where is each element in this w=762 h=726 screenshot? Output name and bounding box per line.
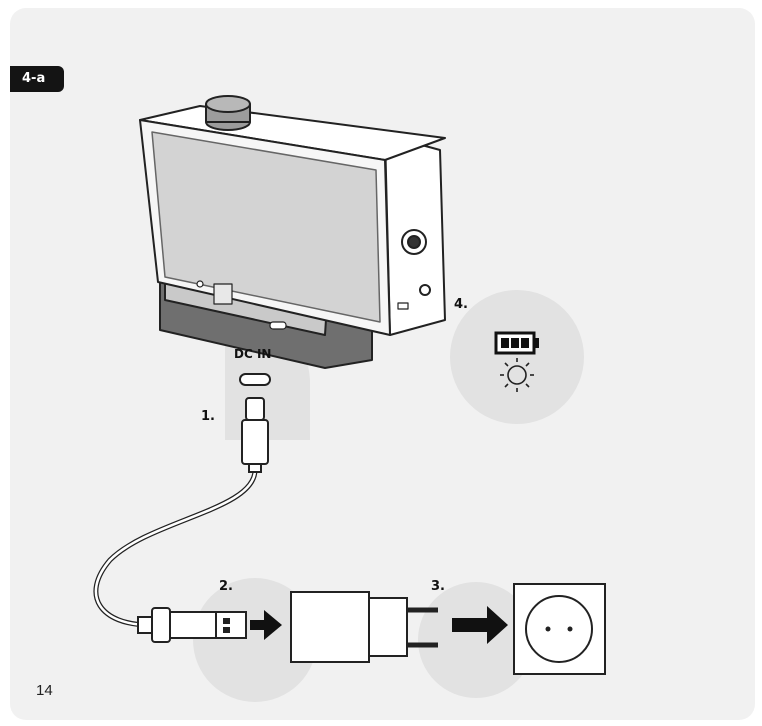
usb-a-plug — [137, 607, 247, 643]
usb-c-port-icon — [239, 373, 271, 386]
dc-in-label: DC IN — [234, 347, 271, 361]
step2-highlight — [193, 578, 317, 702]
page-number: 14 — [36, 682, 53, 699]
step-2-label: 2. — [219, 579, 233, 594]
radio-device — [139, 95, 446, 369]
arrow-right-icon — [452, 606, 508, 644]
battery-full-icon — [494, 331, 539, 355]
step3-highlight — [418, 582, 534, 698]
wall-socket-icon — [513, 583, 606, 675]
status-highlight — [450, 290, 584, 424]
sun-light-icon — [500, 358, 534, 392]
arrow-right-icon — [250, 610, 282, 640]
step-3-label: 3. — [431, 579, 445, 594]
step-4-label: 4. — [454, 297, 468, 312]
power-adapter-icon — [290, 591, 438, 663]
usb-c-plug — [241, 397, 269, 473]
step-1-label: 1. — [201, 409, 215, 424]
section-tag: 4-a — [10, 66, 64, 92]
